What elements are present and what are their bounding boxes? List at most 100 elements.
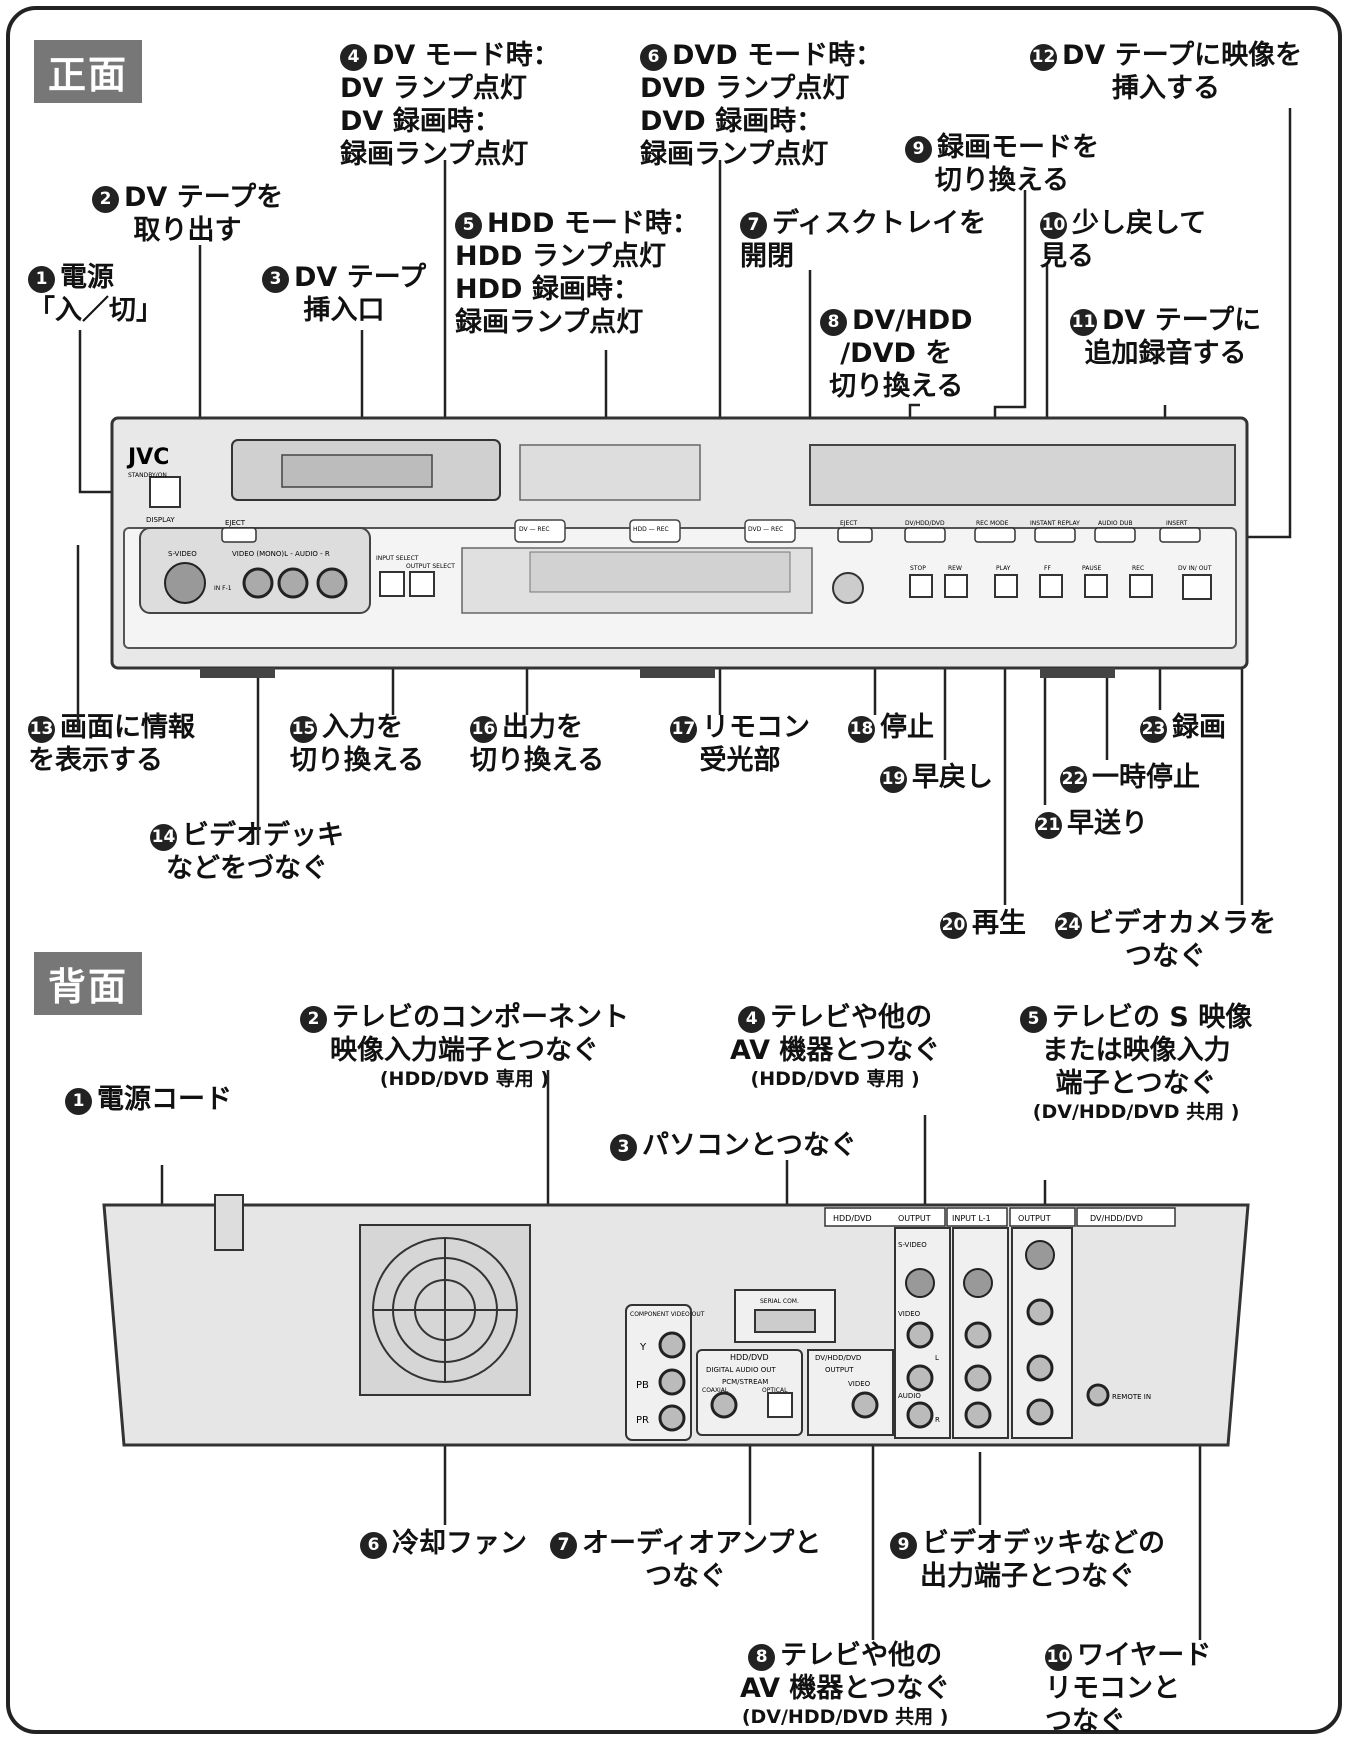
callout-number-icon: 20 <box>940 912 967 939</box>
front-label-4-line: DV 録画時： <box>340 105 501 137</box>
back-label-8-note: (DV/HDD/DVD 共用 ) <box>741 1705 949 1728</box>
callout-number-icon: 24 <box>1055 912 1082 939</box>
callout-number-icon: 15 <box>290 716 317 743</box>
coaxial-text: COAXIAL <box>702 1387 729 1394</box>
callout-number-icon: 5 <box>1020 1006 1047 1033</box>
front-label-4-line: 録画ランプ点灯 <box>340 138 529 170</box>
recmode-text: REC MODE <box>976 520 1009 527</box>
front-label-6-line: 録画ランプ点灯 <box>640 138 829 170</box>
callout-number-icon: 1 <box>65 1088 92 1115</box>
callout-number-icon: 23 <box>1140 716 1167 743</box>
front-label-8-line: 切り換える <box>829 370 964 402</box>
dvd-rec-text: DVD — REC <box>748 526 783 533</box>
callout-number-icon: 12 <box>1030 44 1057 71</box>
input-select-text: INPUT SELECT <box>376 555 419 562</box>
callout-number-icon: 8 <box>820 309 847 336</box>
component-text: COMPONENT VIDEO OUT <box>630 1311 705 1318</box>
front-label-9-line: 切り換える <box>934 164 1070 196</box>
callout-number-icon: 6 <box>640 44 667 71</box>
video2-text: VIDEO <box>848 1380 871 1388</box>
callout-number-icon: 9 <box>890 1532 917 1559</box>
callout-number-icon: 14 <box>150 824 177 851</box>
callout-number-icon: 4 <box>738 1006 766 1033</box>
callout-number-icon: 2 <box>92 186 119 213</box>
remote-text: REMOTE IN <box>1112 1393 1151 1401</box>
callout-number-icon: 3 <box>262 266 289 293</box>
callout-number-icon: 13 <box>28 716 55 743</box>
optical-text: OPTICAL <box>762 1387 788 1394</box>
front-label-5-line: 録画ランプ点灯 <box>455 306 644 338</box>
callout-number-icon: 17 <box>670 716 697 743</box>
front-label-6-line: DVD 録画時： <box>640 105 824 137</box>
callout-number-icon: 1 <box>28 266 55 293</box>
pr-text: PR <box>636 1415 649 1426</box>
back-label-4-line: AV 機器とつなぐ <box>730 1034 941 1066</box>
callout-number-icon: 7 <box>740 212 767 239</box>
callout-number-icon: 21 <box>1035 812 1062 839</box>
section-front-tab: 正面 <box>34 40 143 103</box>
dv-rec-text: DV — REC <box>519 526 550 533</box>
front-label-5-line: HDD 録画時： <box>455 273 640 305</box>
output3-text: OUTPUT <box>825 1366 854 1374</box>
digital-text: DIGITAL AUDIO OUT <box>706 1366 776 1374</box>
front-label-17-line: 受光部 <box>699 744 781 776</box>
brand-logo: JVC <box>126 445 169 470</box>
front-label-10-line: 見る <box>1040 240 1094 272</box>
ff-text: FF <box>1044 565 1051 572</box>
section-back-tab: 背面 <box>34 952 143 1015</box>
front-label-1-line: 「入／切」 <box>28 294 163 326</box>
callout-number-icon: 22 <box>1060 766 1087 793</box>
back-svideo-text: S-VIDEO <box>898 1241 927 1249</box>
back-dvhdddvd-text: DV/HDD/DVD <box>1090 1214 1143 1223</box>
front-label-3-line: 挿入口 <box>303 294 385 326</box>
front-label-13-line: を表示する <box>28 744 163 776</box>
front-label-8-line: /DVD を <box>840 337 953 369</box>
back-output-text: OUTPUT <box>898 1214 931 1223</box>
front-label-15-line: 切り換える <box>290 744 425 776</box>
back-hdddvd-text: HDD/DVD <box>833 1214 872 1223</box>
play-text: PLAY <box>996 565 1011 572</box>
pause-text: PAUSE <box>1082 565 1102 572</box>
y-text: Y <box>639 1342 647 1353</box>
front-label-14-line: などをづなぐ <box>166 852 328 884</box>
front-label-4-line: DV ランプ点灯 <box>340 72 527 104</box>
front-label-7-line: 開閉 <box>740 240 794 272</box>
callout-number-icon: 2 <box>300 1006 327 1033</box>
back-audio-text: AUDIO <box>898 1392 921 1400</box>
eject-text: EJECT <box>225 519 246 527</box>
svideo-text: S-VIDEO <box>168 550 197 558</box>
video-audio-text: VIDEO (MONO)L - AUDIO - R <box>232 550 330 558</box>
